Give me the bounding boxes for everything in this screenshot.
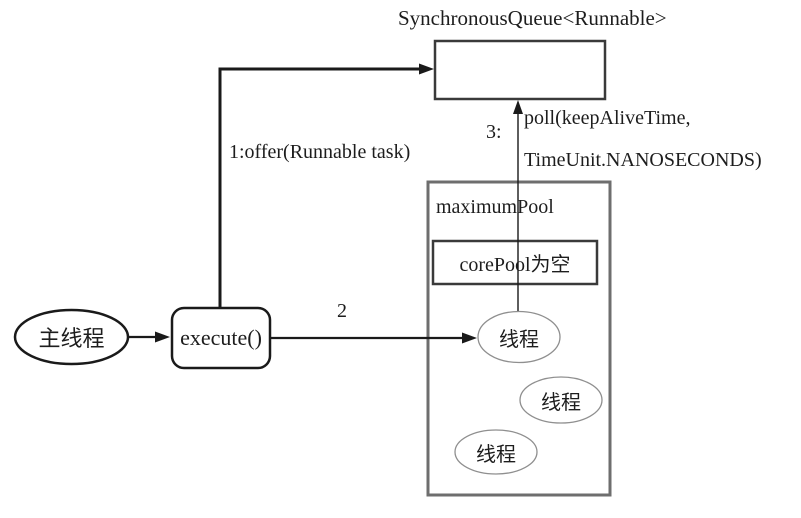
execute-label: execute() [180, 325, 262, 350]
thread-3-label: 线程 [476, 443, 516, 466]
thread-2-ellipse [519, 376, 603, 424]
step3-number-label: 3: [486, 121, 502, 143]
queue-title: SynchronousQueue<Runnable> [398, 6, 667, 30]
step2-number-label: 2 [337, 300, 347, 322]
thread-1-ellipse [477, 310, 561, 364]
thread-2-label: 线程 [541, 391, 581, 414]
offer-arrow-line [218, 67, 422, 308]
main-thread-ellipse [13, 308, 130, 366]
core-pool-box [431, 239, 599, 286]
poll-arrow-head [513, 100, 523, 114]
thread-3-ellipse [454, 429, 538, 475]
thread-1-label: 线程 [499, 329, 539, 351]
offer-arrow-head [419, 63, 434, 75]
core-pool-label: corePool为空 [459, 254, 571, 276]
step2-arrow-head [462, 332, 477, 344]
synchronous-queue-box [433, 39, 607, 101]
main-to-execute-arrow-head [155, 331, 170, 343]
execute-box [170, 306, 272, 370]
poll-label-line2: TimeUnit.NANOSECONDS) [524, 149, 762, 171]
offer-arrow-label: 1:offer(Runnable task) [229, 141, 411, 163]
poll-label-line1: poll(keepAliveTime, [524, 107, 691, 129]
maximum-pool-label: maximumPool [436, 196, 554, 218]
main-thread-label: 主线程 [38, 326, 105, 351]
